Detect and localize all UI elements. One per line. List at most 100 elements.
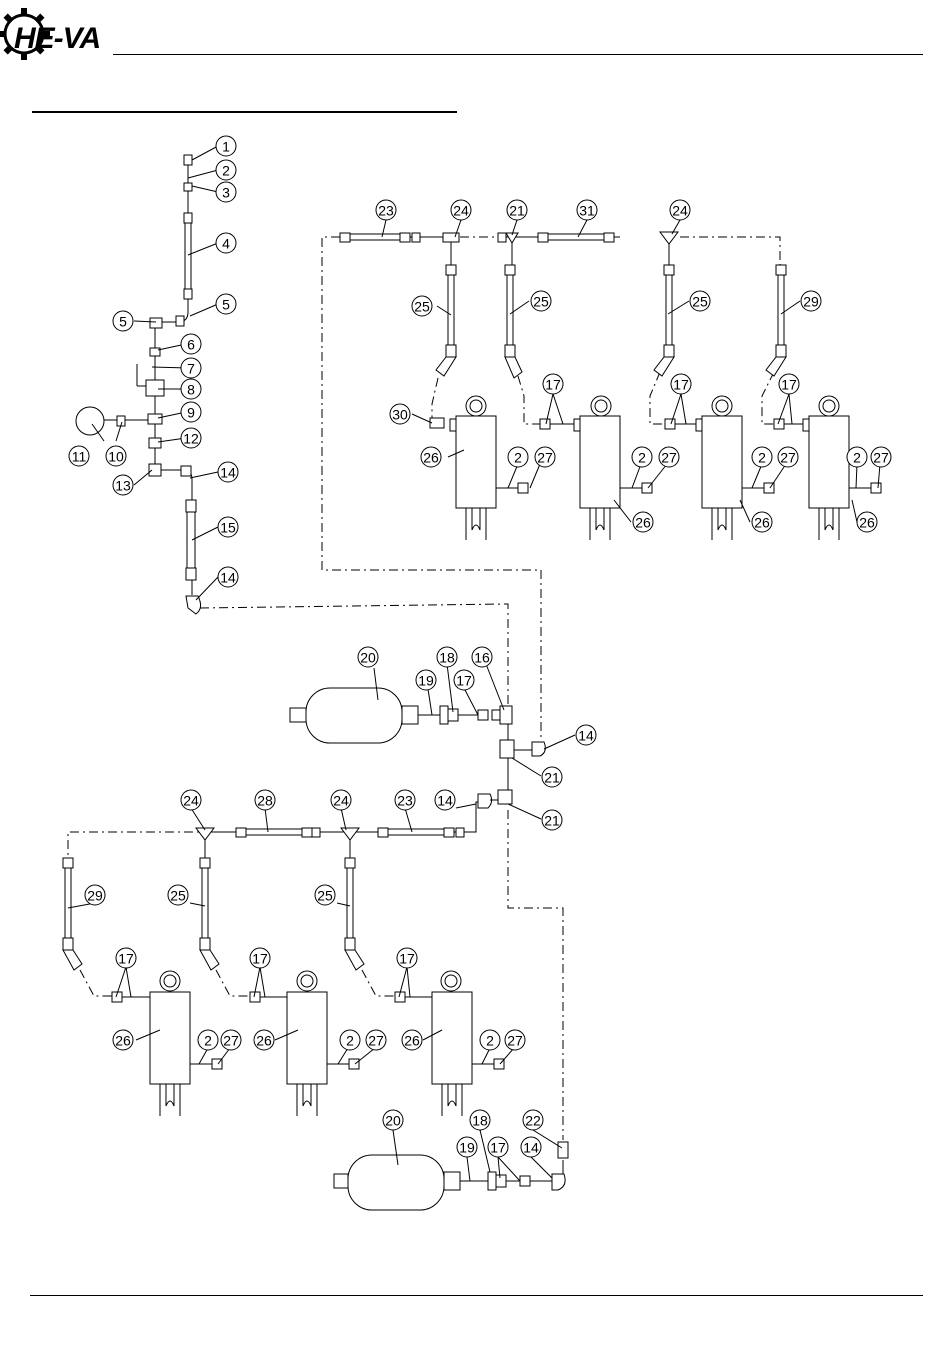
- callout-c17c: 17: [779, 374, 799, 394]
- callout-c17f: 17: [250, 948, 270, 968]
- callout-label: 2: [204, 1033, 212, 1049]
- callout-c14c: 14: [576, 725, 596, 745]
- callout-label: 4: [222, 236, 230, 252]
- callout-c30: 30: [390, 404, 410, 424]
- callout-label: 25: [317, 888, 333, 904]
- callout-label: 25: [170, 888, 186, 904]
- lower-cylinders: [112, 971, 504, 1116]
- callout-label: 26: [754, 515, 770, 531]
- callout-c19b: 19: [457, 1137, 477, 1157]
- callout-label: 9: [187, 405, 195, 421]
- callout-label: 26: [115, 1033, 131, 1049]
- callout-label: 27: [507, 1033, 523, 1049]
- callout-label: 22: [525, 1113, 541, 1129]
- callout-label: 13: [115, 478, 131, 494]
- callout-c17e: 17: [116, 948, 136, 968]
- callout-label: 29: [87, 888, 103, 904]
- callout-c14b: 14: [218, 567, 238, 587]
- callout-c24b: 24: [670, 200, 690, 220]
- callout-c5b: 5: [216, 294, 236, 314]
- callout-label: 7: [187, 361, 195, 377]
- callout-c14a: 14: [218, 462, 238, 482]
- callout-label: 15: [220, 520, 236, 536]
- callout-c31: 31: [577, 200, 597, 220]
- callout-c22: 22: [523, 1110, 543, 1130]
- callout-c8: 8: [181, 379, 201, 399]
- callout-c24d: 24: [331, 790, 351, 810]
- callout-c26g: 26: [402, 1030, 422, 1050]
- callout-label: 25: [692, 294, 708, 310]
- callout-label: 2: [486, 1033, 494, 1049]
- callout-c25d: 25: [168, 885, 188, 905]
- callout-c17d: 17: [454, 670, 474, 690]
- callout-label: 26: [256, 1033, 272, 1049]
- callout-c25c: 25: [690, 291, 710, 311]
- callout-label: 27: [661, 450, 677, 466]
- callout-c23a: 23: [376, 200, 396, 220]
- callout-label: 5: [119, 314, 127, 330]
- callout-label: 2: [222, 163, 230, 179]
- callout-c26d: 26: [857, 512, 877, 532]
- callout-c24c: 24: [181, 790, 201, 810]
- callout-label: 27: [368, 1033, 384, 1049]
- callout-c27a: 27: [535, 447, 555, 467]
- callout-c26b: 26: [633, 512, 653, 532]
- callout-c26e: 26: [113, 1030, 133, 1050]
- callout-c12: 12: [181, 428, 201, 448]
- callout-c7: 7: [181, 358, 201, 378]
- callout-label: 8: [187, 382, 195, 398]
- callout-label: 21: [509, 203, 525, 219]
- callout-label: 6: [187, 337, 195, 353]
- callout-label: 26: [859, 515, 875, 531]
- upper-cylinders: [450, 396, 881, 540]
- callout-label: 24: [672, 203, 688, 219]
- callout-label: 18: [439, 650, 455, 666]
- callout-label: 2: [514, 450, 522, 466]
- callout-label: 17: [399, 951, 415, 967]
- callout-label: 31: [579, 203, 595, 219]
- callout-label: 2: [638, 450, 646, 466]
- callout-label: 2: [758, 450, 766, 466]
- lower-manifold: [63, 794, 498, 970]
- callout-label: 21: [544, 770, 560, 786]
- callout-c21c: 21: [542, 810, 562, 830]
- callout-label: 27: [223, 1033, 239, 1049]
- callout-c14d: 14: [435, 790, 455, 810]
- callout-c21a: 21: [507, 200, 527, 220]
- callout-label: 17: [252, 951, 268, 967]
- callout-c27b: 27: [659, 447, 679, 467]
- callout-c1: 1: [216, 136, 236, 156]
- callout-label: 14: [220, 465, 236, 481]
- callout-label: 2: [853, 450, 861, 466]
- callout-c26f: 26: [254, 1030, 274, 1050]
- callout-label: 19: [459, 1140, 475, 1156]
- callout-label: 20: [360, 650, 376, 666]
- callout-c14e: 14: [521, 1137, 541, 1157]
- callout-label: 17: [456, 673, 472, 689]
- callout-label: 17: [545, 377, 561, 393]
- callout-label: 24: [453, 203, 469, 219]
- callout-c24a: 24: [451, 200, 471, 220]
- callout-c26a: 26: [421, 447, 441, 467]
- callout-label: 14: [578, 728, 594, 744]
- callout-c18b: 18: [470, 1110, 490, 1130]
- callout-c27g: 27: [505, 1030, 525, 1050]
- callout-c3: 3: [216, 182, 236, 202]
- callout-label: 12: [183, 431, 199, 447]
- callout-label: 24: [183, 793, 199, 809]
- callout-label: 2: [346, 1033, 354, 1049]
- callout-label: 27: [537, 450, 553, 466]
- callout-label: 27: [873, 450, 889, 466]
- callout-c17g: 17: [397, 948, 417, 968]
- callout-c2g: 2: [340, 1030, 360, 1050]
- callout-c16: 16: [472, 647, 492, 667]
- callout-c2h: 2: [480, 1030, 500, 1050]
- callout-c27e: 27: [221, 1030, 241, 1050]
- callout-c6: 6: [181, 334, 201, 354]
- callout-c2d: 2: [752, 447, 772, 467]
- callout-label: 24: [333, 793, 349, 809]
- callout-c17h: 17: [488, 1137, 508, 1157]
- callout-c5a: 5: [113, 311, 133, 331]
- callout-label: 23: [378, 203, 394, 219]
- callout-c2c: 2: [632, 447, 652, 467]
